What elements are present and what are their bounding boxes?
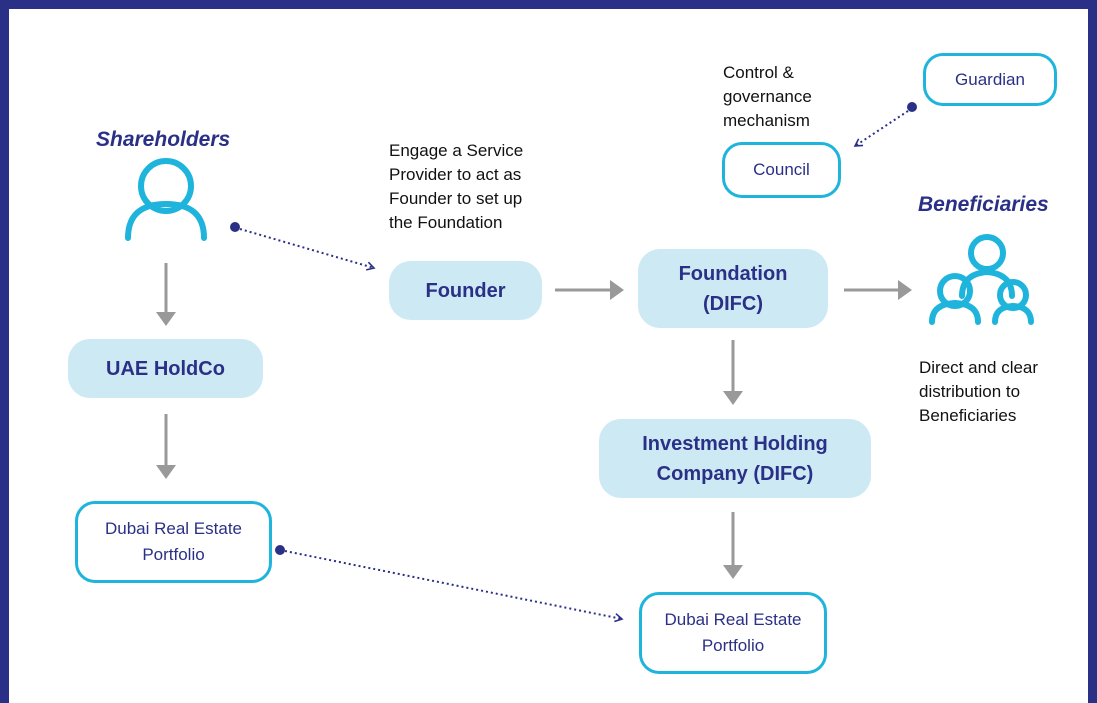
guardian-node: Guardian	[923, 53, 1057, 106]
dubai-portfolio-right-node: Dubai Real Estate Portfolio	[639, 592, 827, 674]
investment-holding-node: Investment Holding Company (DIFC)	[599, 419, 871, 498]
dubai-portfolio-left-node: Dubai Real Estate Portfolio	[75, 501, 272, 583]
arrow-foundation-to-investment	[723, 340, 743, 405]
beneficiaries-title: Beneficiaries	[918, 193, 1049, 216]
arrow-holdco-to-portfolio	[156, 414, 176, 479]
foundation-label: Foundation (DIFC)	[678, 262, 788, 315]
guardian-label: Guardian	[955, 69, 1025, 89]
group-icon	[929, 234, 1034, 325]
dotted-shareholders-to-founder	[230, 222, 376, 271]
arrow-shareholders-to-holdco	[156, 263, 176, 326]
council-label: Council	[753, 160, 810, 179]
uae-holdco-node: UAE HoldCo	[68, 339, 263, 398]
founder-node: Founder	[389, 261, 542, 320]
control-governance-note: Control & governance mechanism	[723, 63, 812, 130]
shareholders-title: Shareholders	[96, 128, 231, 151]
dotted-guardian-to-council	[853, 102, 917, 147]
person-icon	[125, 158, 207, 241]
dubai-portfolio-right-label: Dubai Real Estate Portfolio	[664, 610, 802, 655]
foundation-node: Foundation (DIFC)	[638, 249, 828, 328]
uae-holdco-label: UAE HoldCo	[106, 357, 225, 380]
service-provider-note: Engage a Service Provider to act as Foun…	[389, 141, 524, 232]
investment-holding-label: Investment Holding Company (DIFC)	[642, 432, 828, 485]
dotted-portfolio-left-to-right	[275, 545, 624, 623]
dubai-portfolio-left-label: Dubai Real Estate Portfolio	[104, 519, 243, 564]
council-node: Council	[722, 142, 841, 198]
arrow-investment-to-portfolio	[723, 512, 743, 579]
arrow-foundation-to-beneficiaries	[844, 280, 912, 300]
founder-label: Founder	[425, 279, 506, 302]
distribution-note: Direct and clear distribution to Benefic…	[919, 358, 1039, 425]
arrow-founder-to-foundation	[555, 280, 624, 300]
